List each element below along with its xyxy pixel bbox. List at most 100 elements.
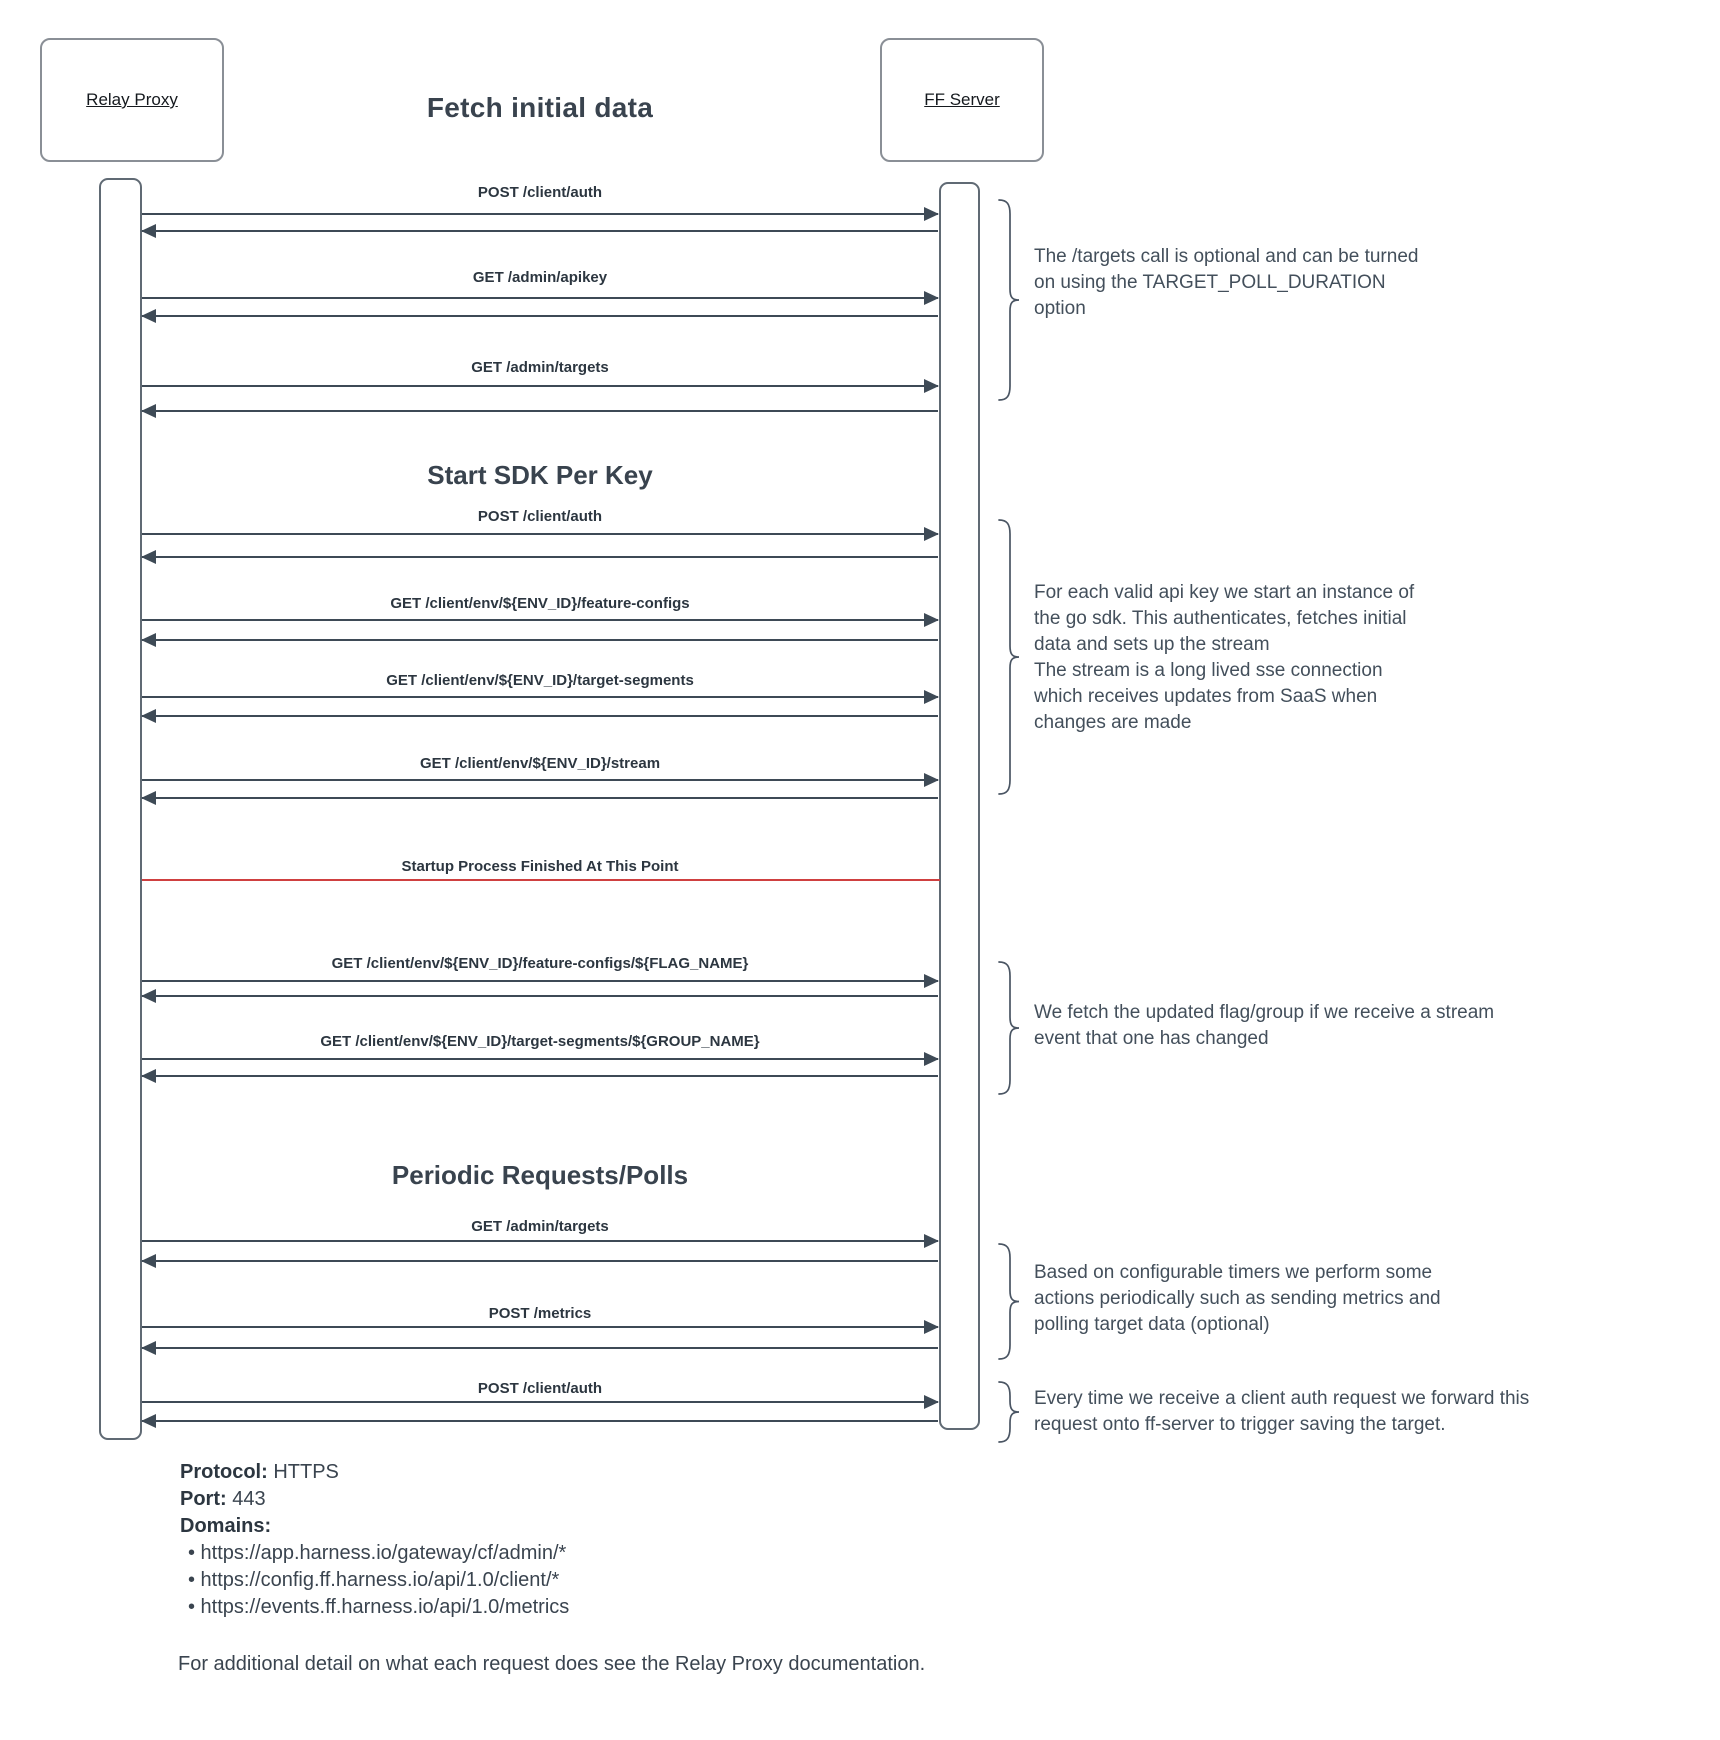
- annotation-line: option: [1034, 298, 1086, 319]
- arrowhead-icon: [924, 974, 939, 988]
- request-arrow: [142, 527, 939, 541]
- message-label: GET /client/env/${ENV_ID}/target-segment…: [320, 1033, 760, 1050]
- arrowhead-icon: [924, 527, 939, 541]
- request-arrow: [142, 1320, 939, 1334]
- arrowhead-icon: [924, 1320, 939, 1334]
- actor-relay-proxy-label: Relay Proxy: [86, 90, 178, 109]
- arrowhead-icon: [924, 690, 939, 704]
- response-arrow: [141, 404, 938, 418]
- arrowhead-icon: [141, 633, 156, 647]
- arrowhead-icon: [141, 1254, 156, 1268]
- arrowhead-icon: [924, 1052, 939, 1066]
- response-arrow: [141, 224, 938, 238]
- annotation-text: For each valid api key we start an insta…: [1034, 580, 1414, 736]
- arrowhead-icon: [924, 613, 939, 627]
- annotation-brace: [998, 1381, 1020, 1443]
- annotation-line: which receives updates from SaaS when: [1034, 686, 1378, 707]
- response-arrow: [141, 309, 938, 323]
- request-arrow: [142, 690, 939, 704]
- annotation-line: We fetch the updated flag/group if we re…: [1034, 1002, 1495, 1023]
- annotation-brace: [998, 961, 1020, 1095]
- arrowhead-icon: [141, 404, 156, 418]
- response-arrow: [141, 791, 938, 805]
- response-arrow: [141, 989, 938, 1003]
- annotation-line: the go sdk. This authenticates, fetches …: [1034, 608, 1407, 629]
- message-label: POST /client/auth: [477, 1380, 603, 1397]
- annotation-brace: [998, 519, 1020, 795]
- request-arrow: [142, 207, 939, 221]
- actor-relay-proxy: Relay Proxy: [40, 38, 224, 162]
- message-label: GET /admin/targets: [471, 359, 609, 376]
- request-arrow: [142, 1052, 939, 1066]
- annotation-line: Every time we receive a client auth requ…: [1034, 1388, 1530, 1409]
- arrowhead-icon: [141, 1341, 156, 1355]
- annotation-line: request onto ff-server to trigger saving…: [1034, 1414, 1446, 1435]
- domain-item: • https://app.harness.io/gateway/cf/admi…: [188, 1542, 567, 1564]
- annotation-text: Every time we receive a client auth requ…: [1034, 1386, 1529, 1438]
- arrowhead-icon: [141, 224, 156, 238]
- request-arrow: [142, 773, 939, 787]
- actor-ff-server: FF Server: [880, 38, 1044, 162]
- annotation-line: The /targets call is optional and can be…: [1034, 246, 1419, 267]
- lifeline-relay-proxy: [99, 178, 142, 1440]
- lifeline-ff-server: [939, 182, 980, 1430]
- message-label: GET /client/env/${ENV_ID}/stream: [419, 755, 661, 772]
- startup-finished-divider-line: [142, 879, 940, 881]
- startup-finished-label: Startup Process Finished At This Point: [401, 858, 679, 875]
- arrowhead-icon: [141, 1414, 156, 1428]
- arrowhead-icon: [141, 791, 156, 805]
- response-arrow: [141, 1414, 938, 1428]
- annotation-line: data and sets up the stream: [1034, 634, 1270, 655]
- annotation-line: on using the TARGET_POLL_DURATION: [1034, 272, 1386, 293]
- arrowhead-icon: [141, 309, 156, 323]
- response-arrow: [141, 709, 938, 723]
- message-label: POST /metrics: [488, 1305, 592, 1322]
- request-arrow: [142, 1395, 939, 1409]
- request-arrow: [142, 291, 939, 305]
- arrowhead-icon: [141, 709, 156, 723]
- arrowhead-icon: [924, 291, 939, 305]
- annotation-line: For each valid api key we start an insta…: [1034, 582, 1415, 603]
- footer-note: For additional detail on what each reque…: [178, 1653, 926, 1675]
- request-arrow: [142, 1234, 939, 1248]
- message-label: POST /client/auth: [477, 508, 603, 525]
- annotation-text: The /targets call is optional and can be…: [1034, 244, 1418, 322]
- request-arrow: [142, 974, 939, 988]
- arrowhead-icon: [924, 207, 939, 221]
- section-heading: Start SDK Per Key: [427, 460, 653, 490]
- connection-info: Protocol: HTTPS Port: 443 Domains: • htt…: [180, 1459, 569, 1621]
- request-arrow: [142, 613, 939, 627]
- response-arrow: [141, 550, 938, 564]
- domains-line: Domains:: [180, 1515, 272, 1537]
- response-arrow: [141, 1069, 938, 1083]
- arrowhead-icon: [141, 989, 156, 1003]
- arrowhead-icon: [924, 379, 939, 393]
- arrowhead-icon: [141, 550, 156, 564]
- actor-ff-server-label: FF Server: [924, 90, 1000, 109]
- annotation-line: changes are made: [1034, 712, 1192, 733]
- section-heading: Periodic Requests/Polls: [391, 1160, 689, 1190]
- domain-item: • https://events.ff.harness.io/api/1.0/m…: [188, 1596, 570, 1618]
- annotation-text: We fetch the updated flag/group if we re…: [1034, 1000, 1494, 1052]
- domain-item: • https://config.ff.harness.io/api/1.0/c…: [188, 1569, 560, 1591]
- message-label: GET /client/env/${ENV_ID}/feature-config…: [331, 955, 749, 972]
- arrowhead-icon: [924, 773, 939, 787]
- response-arrow: [141, 633, 938, 647]
- annotation-brace: [998, 199, 1020, 401]
- annotation-line: polling target data (optional): [1034, 1314, 1270, 1335]
- protocol-line: Protocol: HTTPS: [180, 1461, 339, 1483]
- message-label: GET /admin/targets: [471, 1218, 609, 1235]
- response-arrow: [141, 1341, 938, 1355]
- request-arrow: [142, 379, 939, 393]
- port-line: Port: 443: [180, 1488, 266, 1510]
- annotation-brace: [998, 1243, 1020, 1360]
- arrowhead-icon: [924, 1395, 939, 1409]
- annotation-line: actions periodically such as sending met…: [1034, 1288, 1441, 1309]
- annotation-line: The stream is a long lived sse connectio…: [1034, 660, 1383, 681]
- annotation-text: Based on configurable timers we perform …: [1034, 1260, 1441, 1338]
- annotation-line: Based on configurable timers we perform …: [1034, 1262, 1433, 1283]
- message-label: GET /client/env/${ENV_ID}/target-segment…: [386, 672, 694, 689]
- annotation-line: event that one has changed: [1034, 1028, 1269, 1049]
- arrowhead-icon: [141, 1069, 156, 1083]
